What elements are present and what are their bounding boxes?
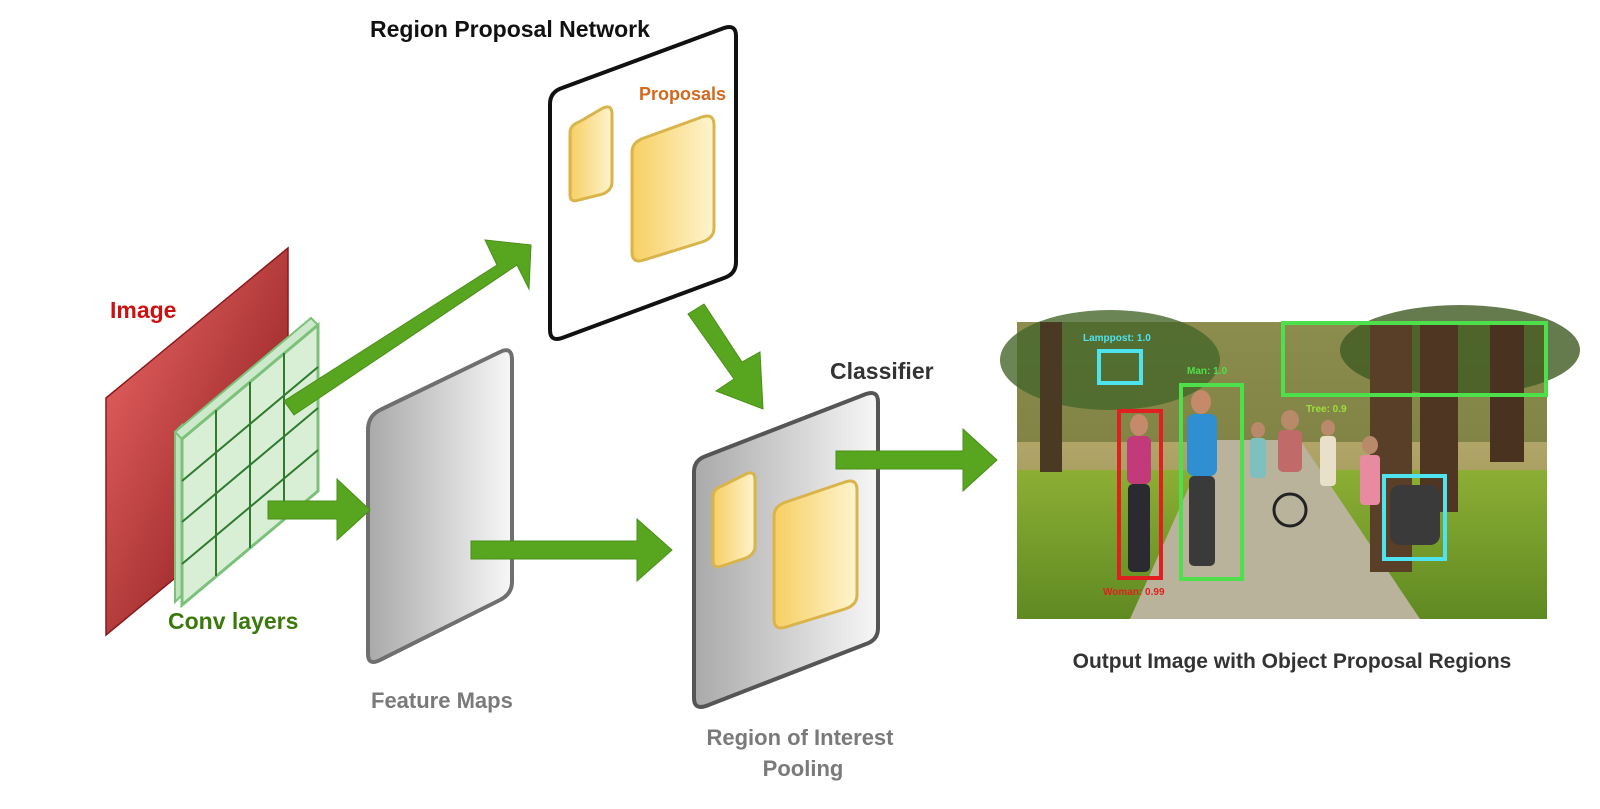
- roi-proposal-large: [772, 479, 859, 630]
- detection-label-man: Man: 1.0: [1187, 366, 1227, 377]
- proposals-label: Proposals: [639, 84, 726, 104]
- rpn-title: Region Proposal Network: [370, 16, 650, 42]
- conv-layers-grid: [173, 316, 320, 609]
- conv-layers-label: Conv layers: [168, 608, 298, 634]
- feature-maps-plane: [366, 348, 514, 664]
- detection-box-stroller: [1382, 474, 1447, 561]
- arrow-roi-to-output: [835, 427, 998, 493]
- rpn-proposal-small: [568, 105, 614, 203]
- detection-box-man: [1179, 383, 1244, 581]
- arrow-rpn-to-roi: [687, 303, 764, 410]
- feature-maps-label: Feature Maps: [371, 688, 513, 713]
- detection-label-tree: Tree: 0.9: [1306, 404, 1347, 415]
- roi-label-line1: Region of Interest: [706, 725, 894, 750]
- arrow-feature-maps-to-roi: [470, 517, 673, 583]
- roi-proposal-small: [711, 471, 757, 569]
- detection-box-tree: [1281, 321, 1548, 397]
- image-label: Image: [110, 297, 176, 323]
- detection-box-woman: [1117, 409, 1163, 580]
- classifier-label: Classifier: [830, 358, 934, 384]
- arrow-conv-to-feature-maps: [267, 477, 371, 542]
- detection-box-lamppost: [1097, 349, 1143, 385]
- output-image: [1000, 305, 1580, 619]
- detection-label-lamppost: Lamppost: 1.0: [1083, 333, 1151, 344]
- rpn-proposal-large: [630, 114, 716, 263]
- output-label: Output Image with Object Proposal Region…: [1073, 650, 1512, 673]
- arrow-conv-to-rpn: [283, 239, 532, 416]
- roi-label-line2: Pooling: [763, 756, 844, 781]
- detection-label-woman: Woman: 0.99: [1103, 587, 1165, 598]
